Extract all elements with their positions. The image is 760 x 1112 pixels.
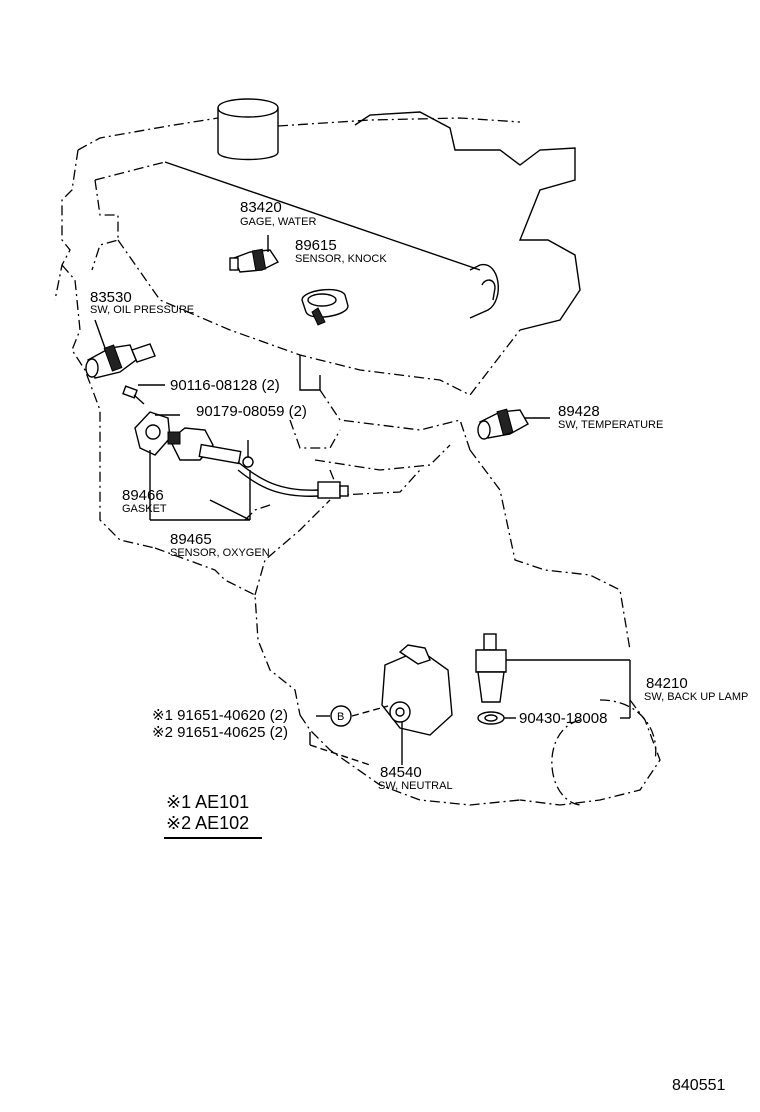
label-89465-name: SENSOR, OXYGEN <box>170 547 270 559</box>
engine-outline <box>54 98 661 806</box>
label-90116-bolt: 90116-08128 (2) <box>170 377 280 394</box>
backup-lamp-switch-part <box>475 633 631 725</box>
oil-pressure-switch-part <box>85 319 156 379</box>
leader-lines <box>150 414 251 521</box>
label-84540-number: 84540 <box>380 764 422 781</box>
label-90179-nut: 90179-08059 (2) <box>196 403 307 420</box>
label-91651-40625: ※2 91651-40625 (2) <box>152 724 288 741</box>
label-89615-name: SENSOR, KNOCK <box>295 253 387 265</box>
label-89466-name: GASKET <box>122 503 167 515</box>
legend-row-ae101: ※1 AE101 <box>166 792 249 812</box>
label-84210-number: 84210 <box>646 675 688 692</box>
label-89466-number: 89466 <box>122 487 164 504</box>
legend-row-ae102: ※2 AE102 <box>166 813 249 833</box>
neutral-switch-part <box>309 644 453 766</box>
callout-b-letter: B <box>337 711 344 723</box>
label-89428-name: SW, TEMPERATURE <box>558 419 663 431</box>
temperature-switch-part <box>477 408 550 440</box>
oxygen-sensor-part <box>167 427 349 499</box>
bolt-part <box>122 384 165 405</box>
label-91651-40620: ※1 91651-40620 (2) <box>152 707 288 724</box>
label-83420-name: GAGE, WATER <box>240 216 316 228</box>
label-89465-number: 89465 <box>170 531 212 548</box>
label-83530-number: 83530 <box>90 289 132 306</box>
label-89428-number: 89428 <box>558 403 600 420</box>
label-90430-gasket: 90430-18008 <box>519 710 607 727</box>
part-labels: 83420 GAGE, WATER 89615 SENSOR, KNOCK 83… <box>90 199 748 792</box>
model-legend: ※1 AE101 ※2 AE102 <box>164 792 262 839</box>
knock-sensor-part <box>301 288 349 326</box>
label-89615-number: 89615 <box>295 237 337 254</box>
figure-number: 840551 <box>672 1077 725 1094</box>
label-84540-name: SW, NEUTRAL <box>378 780 453 792</box>
water-gage-sender-part <box>229 235 280 273</box>
label-83530-name: SW, OIL PRESSURE <box>90 304 194 316</box>
label-84210-name: SW, BACK UP LAMP <box>644 691 748 703</box>
callout-b-circle <box>330 705 352 727</box>
label-83420-number: 83420 <box>240 199 282 216</box>
